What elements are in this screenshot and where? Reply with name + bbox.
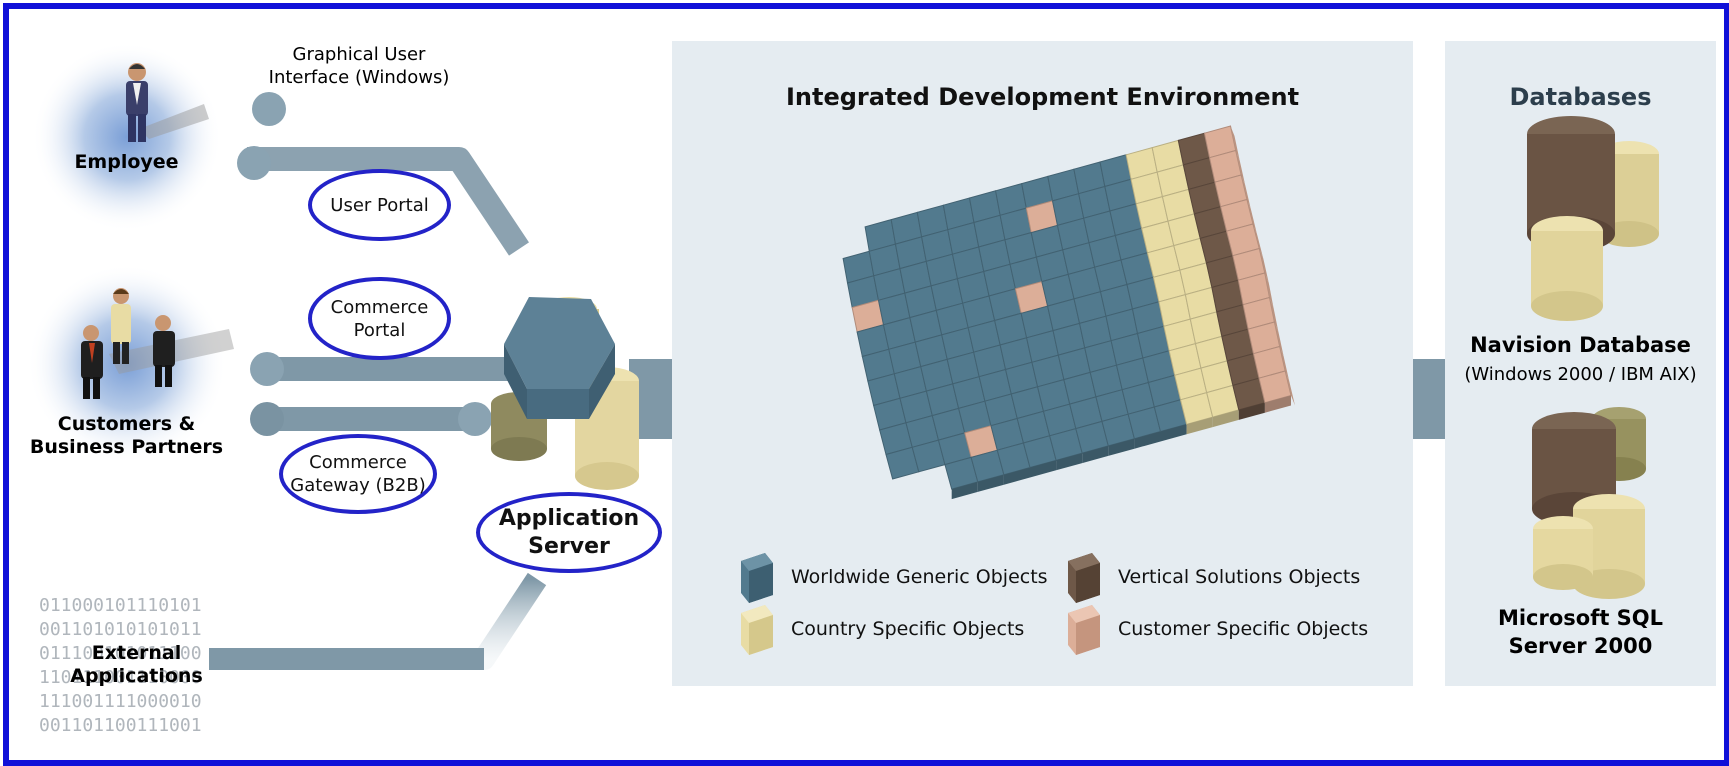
sql-server-name: Microsoft SQL Server 2000 <box>1497 606 1664 658</box>
commerce-gateway-oval[interactable]: Commerce Gateway (B2B) <box>279 434 437 514</box>
ide-object-grid <box>842 125 1295 500</box>
legend-generic-label: Worldwide Generic Objects <box>791 566 1048 588</box>
ide-object-side <box>1108 438 1135 456</box>
legend-country: Country Specific Objects <box>737 603 1024 655</box>
legend-vertical: Vertical Solutions Objects <box>1064 551 1360 603</box>
employee-halo <box>32 42 222 232</box>
ide-object-side <box>977 474 1004 492</box>
ide-object-side <box>1235 150 1246 185</box>
ide-title: Integrated Development Environment <box>785 83 1300 111</box>
ide-object-side <box>1252 224 1264 259</box>
ide-object-side <box>1230 126 1240 161</box>
ide-object-side <box>1160 424 1187 442</box>
ide-object-side <box>1212 409 1239 428</box>
ide-object-side <box>1082 445 1109 464</box>
external-apps-label: External Applications <box>70 642 203 687</box>
connection-pipes <box>27 42 1659 670</box>
databases-title: Databases <box>1509 83 1652 111</box>
user-portal-oval[interactable]: User Portal <box>308 169 451 241</box>
legend-customer-label: Customer Specific Objects <box>1118 618 1369 640</box>
customers-label: Customers & Business Partners <box>29 413 224 458</box>
navision-platform: (Windows 2000 / IBM AIX) <box>1464 364 1697 385</box>
customer-cube-icon <box>1068 605 1100 655</box>
ide-object-side <box>1003 467 1030 485</box>
commerce-portal-pipe-cap <box>250 352 284 386</box>
ide-object-side <box>1279 346 1290 381</box>
ide-object-side <box>1056 453 1083 471</box>
application-server-label: Application Server <box>498 505 640 559</box>
ide-object-side <box>1134 431 1161 449</box>
user-portal-label: User Portal <box>330 194 429 216</box>
binary-code-pattern: 011000101110101 001101010101011 01110010… <box>39 595 202 736</box>
commerce-portal-oval[interactable]: Commerce Portal <box>308 277 451 360</box>
application-server-oval[interactable]: Application Server <box>476 492 662 573</box>
navision-database-icon <box>1527 116 1659 321</box>
vertical-cube-icon <box>1068 553 1100 603</box>
ide-db-connector <box>1413 359 1445 439</box>
application-server-icon <box>491 297 639 490</box>
employee-label: Employee <box>74 151 179 173</box>
user-portal-pipe <box>247 147 529 256</box>
gui-pipe-cap <box>252 92 286 126</box>
country-cube-icon <box>741 605 773 655</box>
ide-object-side <box>1269 297 1279 332</box>
navision-name: Navision Database <box>1470 333 1691 357</box>
commerce-gateway-label: Commerce Gateway (B2B) <box>290 452 426 496</box>
legend-generic: Worldwide Generic Objects <box>737 551 1048 603</box>
employee-figure <box>126 63 209 142</box>
user-portal-pipe-cap <box>237 146 271 180</box>
commerce-gateway-pipe-end <box>458 402 492 436</box>
ide-object-side <box>1246 199 1257 234</box>
diagram-frame: Graphical User Interface (Windows) User … <box>3 3 1729 766</box>
ide-object-side <box>1264 395 1291 413</box>
ide-object-side <box>1274 322 1284 357</box>
customers-figures <box>81 288 234 399</box>
ide-object-side <box>1238 402 1265 420</box>
generic-cube-icon <box>741 553 773 603</box>
commerce-portal-label: Commerce Portal <box>330 296 429 341</box>
external-pipe <box>209 572 547 670</box>
ide-object-side <box>951 481 978 500</box>
sql-server-icon <box>1532 407 1646 599</box>
commerce-gateway-pipe-cap <box>250 402 284 436</box>
ide-object-side <box>1241 175 1251 210</box>
ide-object-side <box>1285 371 1295 406</box>
ide-object-side <box>1264 273 1274 308</box>
ide-object-side <box>1030 460 1057 478</box>
legend-country-label: Country Specific Objects <box>791 618 1025 640</box>
ide-object-side <box>1186 417 1213 435</box>
gui-label: Graphical User Interface (Windows) <box>268 44 450 88</box>
legend-customer: Customer Specific Objects <box>1064 603 1368 655</box>
ide-object-side <box>1259 248 1269 283</box>
legend-vertical-label: Vertical Solutions Objects <box>1118 566 1361 588</box>
